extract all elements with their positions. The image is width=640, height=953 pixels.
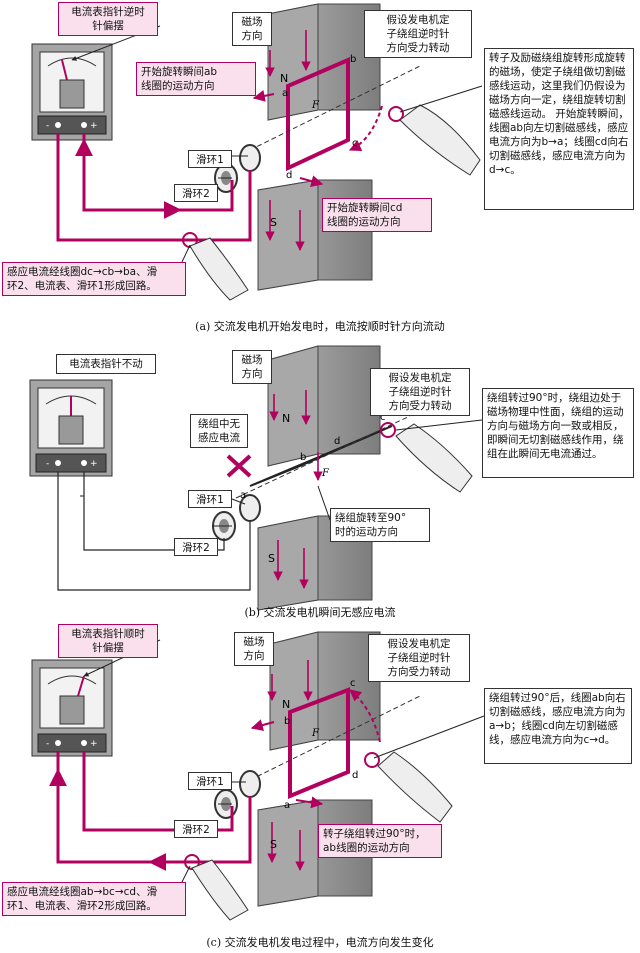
c-label-c: c xyxy=(350,678,356,689)
caption-b: (b) 交流发电机瞬间无感应电流 xyxy=(244,606,396,619)
pole-s xyxy=(257,179,373,291)
caption-c: (c) 交流发电机发电过程中，电流方向发生变化 xyxy=(206,936,434,949)
plus-b: + xyxy=(90,459,98,469)
motion-note-a: 开始旋转瞬间ab 线圈的运动方向 xyxy=(136,62,256,96)
s-label-a: S xyxy=(270,216,277,229)
b-label-b: b xyxy=(300,452,306,463)
a-label-a: a xyxy=(282,88,288,99)
slip2-label-c: 滑环2 xyxy=(174,820,218,838)
cd-note-a: 开始旋转瞬间cd 线圈的运动方向 xyxy=(322,198,432,232)
n-label-c: N xyxy=(282,698,290,711)
field-note-b: 磁场 方向 xyxy=(232,350,272,384)
d-label-c: d xyxy=(352,770,358,781)
explain-note-a: 转子及励磁绕组旋转形成旋转的磁场，使定子绕组做切割磁感线运动，这里我们仍假设为磁… xyxy=(484,48,634,210)
plus-a: + xyxy=(90,121,98,131)
minus-c: - xyxy=(46,739,49,749)
panel-a xyxy=(31,3,483,301)
b-label-c: b xyxy=(284,716,290,727)
n-label-a: N xyxy=(280,72,288,85)
slip2-label-b: 滑环2 xyxy=(174,538,218,556)
minus-a: - xyxy=(46,121,49,131)
stator-note-c: 假设发电机定 子绕组逆时针 方向受力转动 xyxy=(368,634,470,682)
coil-c xyxy=(249,687,421,809)
a-label-c: a xyxy=(284,800,290,811)
n-label-b: N xyxy=(282,412,290,425)
c-label-b: c xyxy=(380,412,386,423)
d-label-b: d xyxy=(334,436,340,447)
stator-note-b: 假设发电机定 子绕组逆时针 方向受力转动 xyxy=(370,368,470,416)
circuit-note-a: 感应电流经线圈dc→cb→ba、滑 环2、电流表、滑环1形成回路。 xyxy=(2,262,186,296)
f-label-a: F xyxy=(311,100,320,111)
slip1-label-b: 滑环1 xyxy=(188,490,232,508)
stator-note-a: 假设发电机定 子绕组逆时针 方向受力转动 xyxy=(364,10,472,58)
f-label-c: F xyxy=(311,728,320,739)
s-label-c: S xyxy=(270,838,277,851)
rotate-note-b: 绕组旋转至90° 时的运动方向 xyxy=(330,508,430,542)
circuit-note-c: 感应电流经线圈ab→bc→cd、滑 环1、电流表、滑环2形成回路。 xyxy=(2,882,186,916)
ammeter-c xyxy=(31,659,113,757)
a-label-b: a xyxy=(240,490,246,501)
slip1-label-a: 滑环1 xyxy=(188,150,232,168)
plus-c: + xyxy=(90,739,98,749)
slip2-label-a: 滑环2 xyxy=(174,184,218,202)
nocurrent-note-b: 绕组中无 感应电流 xyxy=(190,414,248,448)
f-label-b: F xyxy=(321,468,330,479)
slip-rings-b xyxy=(212,494,261,541)
field-note-a: 磁场 方向 xyxy=(232,12,272,46)
d-label-a: d xyxy=(286,170,292,181)
meter-note-b: 电流表指针不动 xyxy=(56,354,156,374)
b-label-a: b xyxy=(350,54,356,65)
caption-a: (a) 交流发电机开始发电时，电流按顺时针方向流动 xyxy=(195,320,445,333)
field-note-c: 磁场 方向 xyxy=(234,632,274,666)
ammeter-b xyxy=(29,379,113,477)
meter-note-c: 电流表指针顺时 针偏摆 xyxy=(58,624,158,658)
explain-note-b: 绕组转过90°时，绕组边处于磁场物理中性面，绕组的运动方向与磁场方向一致或相反，… xyxy=(482,388,634,478)
minus-b: - xyxy=(46,459,49,469)
explain-note-c: 绕组转过90°后，线圈ab向右切割磁感线，感应电流方向为a→b；线圈cd向左切割… xyxy=(484,688,632,764)
c-label-a: c xyxy=(352,138,358,149)
rotor-note-c: 转子绕组转过90°时， ab线圈的运动方向 xyxy=(318,824,442,858)
ammeter xyxy=(31,43,113,141)
coil-a xyxy=(249,56,421,187)
meter-note-a: 电流表指针逆时 针偏摆 xyxy=(58,2,158,36)
slip1-label-c: 滑环1 xyxy=(188,772,232,790)
s-label-b: S xyxy=(268,552,275,565)
